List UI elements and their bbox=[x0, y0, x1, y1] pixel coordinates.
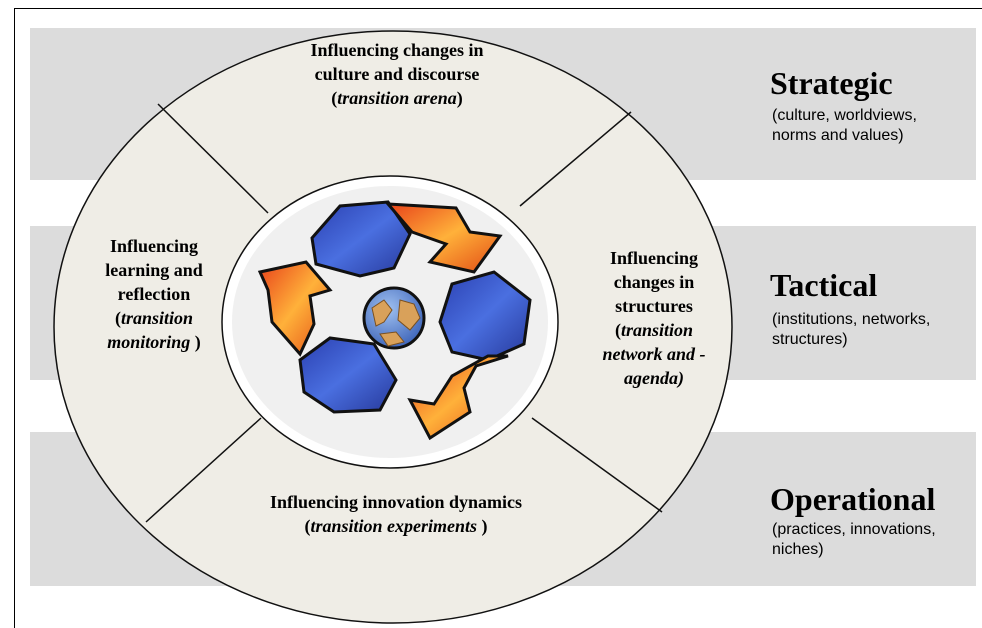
segment-left-italic1: transition bbox=[120, 308, 194, 328]
segment-right-line5: network and - bbox=[574, 342, 734, 366]
divider-upper-left bbox=[157, 103, 269, 214]
orange-arrow-right bbox=[407, 354, 509, 441]
divider-lower-right bbox=[531, 417, 663, 513]
segment-left-line2: learning and bbox=[105, 260, 203, 280]
level-tactical-desc: (institutions, networks, structures) bbox=[772, 310, 972, 350]
blue-arrow-right bbox=[438, 270, 532, 362]
level-operational-desc2: niches) bbox=[772, 541, 824, 558]
level-strategic-desc1: (culture, worldviews, bbox=[772, 107, 917, 124]
segment-top-italic: transition arena bbox=[337, 88, 457, 108]
segment-right-italic1: transition bbox=[620, 320, 694, 340]
orange-arrow-top bbox=[384, 202, 503, 274]
segment-left-italic2: monitoring bbox=[107, 332, 191, 352]
segment-top-open: ( bbox=[331, 88, 338, 108]
segment-right-line3: structures bbox=[615, 296, 693, 316]
divider-lower-left bbox=[145, 417, 262, 523]
level-operational-desc: (practices, innovations, niches) bbox=[772, 520, 972, 560]
segment-right-label: Influencing changes in structures (trans… bbox=[574, 246, 734, 390]
segment-right-open: ( bbox=[614, 320, 621, 340]
level-strategic-desc: (culture, worldviews, norms and values) bbox=[772, 106, 972, 146]
globe-land-left bbox=[371, 299, 393, 327]
segment-left-line3: reflection bbox=[117, 284, 191, 304]
segment-top-line2: culture and discourse bbox=[314, 64, 480, 84]
level-tactical-desc2: structures) bbox=[772, 331, 848, 348]
segment-right-line1: Influencing bbox=[609, 248, 699, 268]
segment-right-line2: changes in bbox=[613, 272, 695, 292]
blue-arrow-top bbox=[310, 200, 412, 278]
segment-right-italic2: network and - bbox=[602, 344, 706, 364]
globe-land-right bbox=[397, 299, 421, 331]
level-tactical-title: Tactical bbox=[770, 267, 878, 303]
segment-right-italic3: agenda) bbox=[624, 368, 684, 388]
level-operational-desc1: (practices, innovations, bbox=[772, 521, 936, 538]
level-operational-title: Operational bbox=[770, 481, 936, 517]
segment-bottom-italic: transition experiments bbox=[310, 516, 478, 536]
segment-left-label: Influencing learning and reflection (tra… bbox=[74, 234, 234, 354]
segment-top-line3: (transition arena) bbox=[262, 86, 532, 110]
segment-right-line6: agenda) bbox=[574, 366, 734, 390]
segment-left-close: ) bbox=[190, 332, 201, 352]
segment-left-open: ( bbox=[114, 308, 121, 328]
segment-bottom-label: Influencing innovation dynamics (transit… bbox=[236, 490, 556, 538]
segment-left-line1: Influencing bbox=[109, 236, 199, 256]
segment-bottom-close: ) bbox=[477, 516, 488, 536]
segment-bottom-line1: Influencing innovation dynamics bbox=[269, 492, 523, 512]
frame-left-border bbox=[14, 8, 15, 628]
segment-left-line5: monitoring ) bbox=[74, 330, 234, 354]
segment-top-label: Influencing changes in culture and disco… bbox=[262, 38, 532, 110]
level-tactical-desc1: (institutions, networks, bbox=[772, 311, 931, 328]
segment-right-line4: (transition bbox=[574, 318, 734, 342]
blue-arrow-bottom bbox=[298, 336, 398, 414]
segment-top-close: ) bbox=[456, 88, 463, 108]
segment-left-line4: (transition bbox=[74, 306, 234, 330]
level-strategic-title: Strategic bbox=[770, 65, 893, 101]
level-strategic-desc2: norms and values) bbox=[772, 127, 904, 144]
segment-bottom-line2: (transition experiments ) bbox=[236, 514, 556, 538]
orange-arrow-left bbox=[257, 260, 333, 357]
divider-upper-right bbox=[519, 111, 632, 207]
globe-land-bottom bbox=[379, 331, 405, 347]
frame-top-border bbox=[14, 8, 982, 9]
segment-top-line1: Influencing changes in bbox=[310, 40, 484, 60]
segment-bottom-open: ( bbox=[304, 516, 311, 536]
recycle-arrows-globe-icon bbox=[257, 200, 532, 441]
